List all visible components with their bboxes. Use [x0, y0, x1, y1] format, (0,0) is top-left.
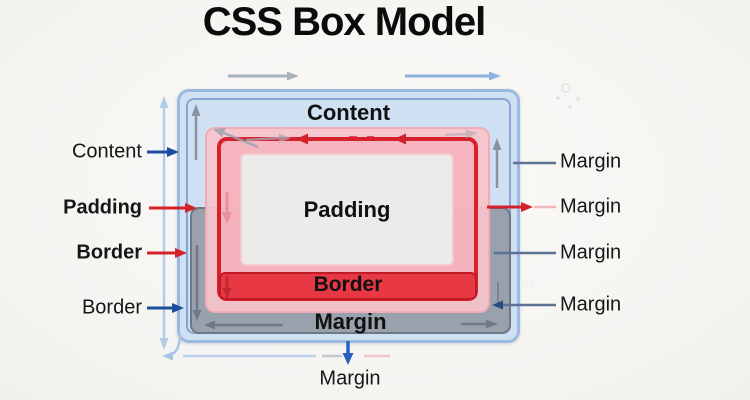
left-label-border-2: Border [81, 296, 142, 319]
margin-band-label: Margin [314, 309, 387, 334]
page-title: CSS Box Model [202, 0, 487, 44]
content-box [240, 153, 454, 266]
border-band [219, 272, 477, 300]
right-label-margin-1: Margin [560, 150, 622, 173]
bottom-label-margin: Margin [319, 367, 381, 390]
right-label-margin-2: Margin [560, 195, 622, 218]
content-top-label: Content [306, 100, 391, 125]
left-label-border-1: Border [76, 241, 142, 264]
right-label-margin-4: Margin [560, 293, 622, 316]
left-label-content: Content [71, 140, 142, 163]
padding-center-label: Padding [303, 197, 391, 222]
left-label-padding: Padding [63, 196, 142, 219]
border-band-label: Border [313, 273, 383, 296]
right-label-margin-3: Margin [560, 241, 622, 264]
